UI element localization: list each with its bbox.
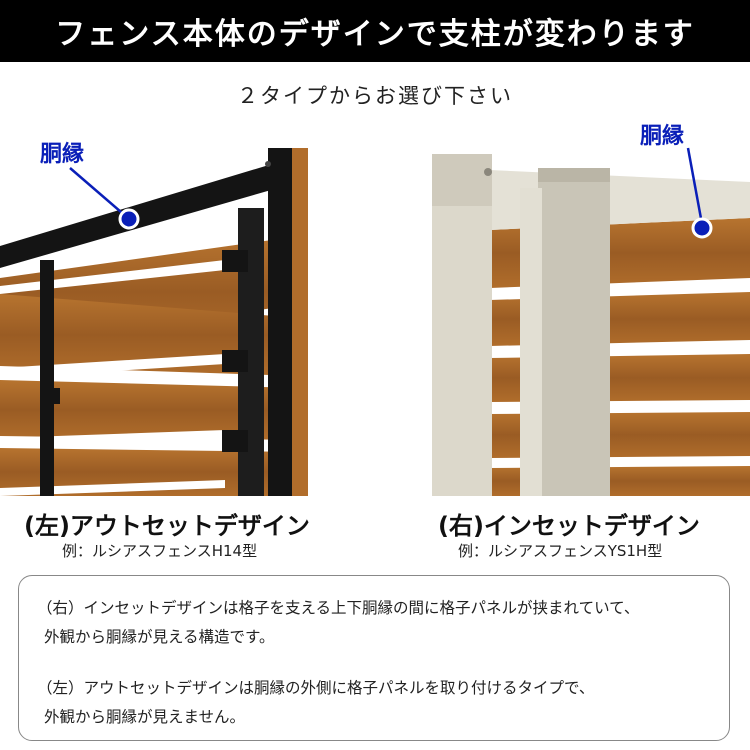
callout-line-left	[69, 167, 129, 219]
note-inset: （右）インセットデザインは格子を支える上下胴縁の間に格子パネルが挟まれていて、 …	[37, 594, 711, 652]
callout-dot-left	[118, 208, 140, 230]
note-inset-line1: （右）インセットデザインは格子を支える上下胴縁の間に格子パネルが挟まれていて、	[37, 599, 640, 617]
right-rail-callout-label: 胴縁	[640, 124, 685, 149]
left-rail-callout-label: 胴縁	[40, 142, 85, 167]
page-header: フェンス本体のデザインで支柱が変わります	[0, 0, 750, 62]
post-left-beige	[432, 158, 492, 496]
inset-design-title: (右)インセットデザイン	[438, 512, 700, 540]
note-outset-line2: 外観から胴縁が見えません。	[44, 708, 246, 726]
inset-fence-photo	[432, 147, 750, 496]
callout-dot-right	[691, 217, 713, 239]
header-title: フェンス本体のデザインで支柱が変わります	[55, 17, 695, 52]
notes-box: （右）インセットデザインは格子を支える上下胴縁の間に格子パネルが挟まれていて、 …	[18, 575, 730, 741]
outset-fence-photo	[0, 148, 308, 496]
post-center-beige	[538, 168, 610, 496]
subtitle: ２タイプからお選び下さい	[237, 84, 513, 108]
outset-design-example: 例：ルシアスフェンスH14型	[62, 542, 258, 560]
inset-design-example: 例：ルシアスフェンスYS1H型	[458, 542, 663, 560]
wood-end	[292, 148, 308, 496]
post-left	[40, 260, 54, 496]
note-inset-line2: 外観から胴縁が見える構造です。	[44, 628, 275, 646]
outset-design-title: (左)アウトセットデザイン	[24, 512, 310, 540]
top-rail	[0, 158, 292, 268]
callout-line-right	[686, 147, 704, 225]
note-outset: （左）アウトセットデザインは胴縁の外側に格子パネルを取り付けるタイプで、 外観か…	[37, 674, 711, 732]
post-right	[268, 148, 292, 496]
note-outset-line1: （左）アウトセットデザインは胴縁の外側に格子パネルを取り付けるタイプで、	[37, 679, 595, 697]
